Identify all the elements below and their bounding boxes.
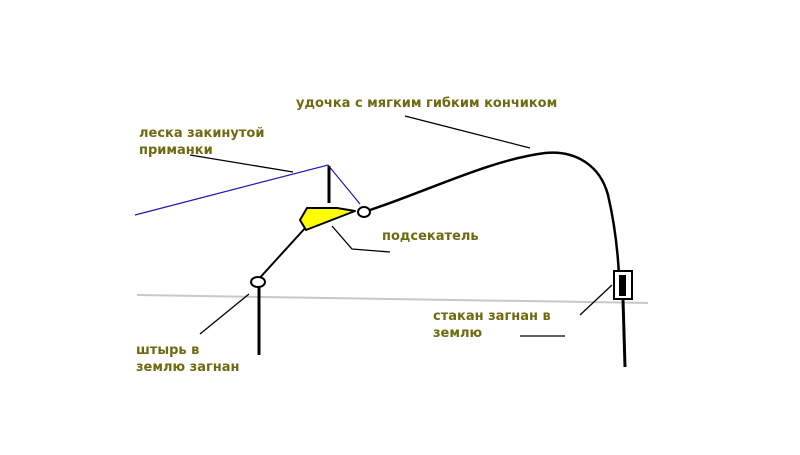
cup-stake bbox=[621, 298, 627, 368]
hooker-ring bbox=[357, 206, 371, 218]
fishing-line bbox=[134, 164, 361, 216]
rod-butt-in-cup bbox=[619, 275, 626, 296]
rod bbox=[369, 151, 621, 277]
label-cup: стакан загнан в землю bbox=[433, 309, 551, 341]
pointer-line-label bbox=[189, 154, 294, 173]
pin-ring bbox=[250, 276, 266, 288]
hooker-arm bbox=[255, 225, 308, 283]
label-fishing-line: леска закинутой приманки bbox=[139, 126, 265, 158]
ground-line bbox=[136, 294, 649, 304]
pointer-cup-2 bbox=[579, 284, 613, 316]
label-rod: удочка с мягким гибким кончиком bbox=[296, 96, 558, 111]
label-ground-pin: штырь в землю загнан bbox=[136, 343, 240, 375]
pointer-pin bbox=[199, 293, 250, 335]
hooker-body bbox=[299, 207, 356, 231]
label-hooker: подсекатель bbox=[382, 229, 479, 244]
pointer-hooker bbox=[331, 225, 391, 253]
pointer-rod bbox=[404, 115, 531, 149]
